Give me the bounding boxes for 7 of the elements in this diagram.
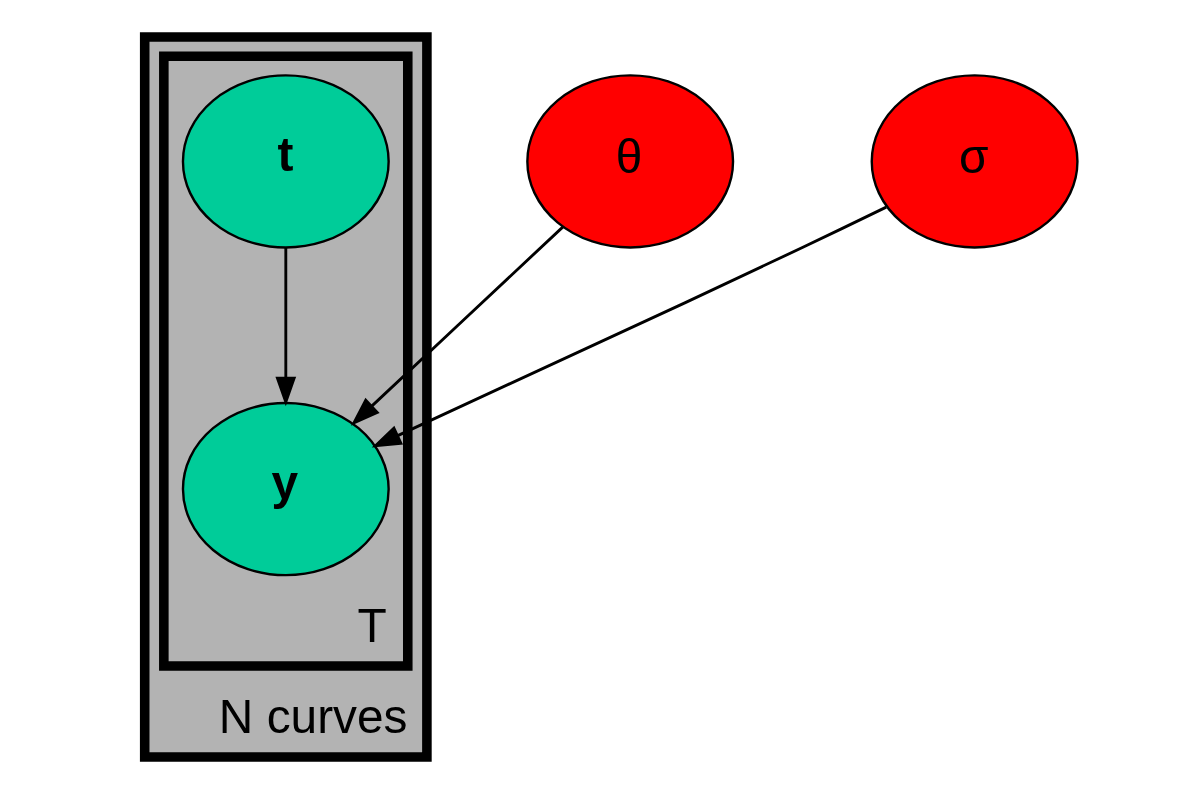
node-ellipse: y <box>181 401 390 577</box>
arrow <box>274 247 296 407</box>
node-ellipse: t <box>181 74 390 249</box>
node-ellipse: σ <box>870 74 1079 249</box>
arrow <box>350 225 564 426</box>
node-ellipse: θ <box>525 74 734 249</box>
arrow <box>371 205 887 448</box>
